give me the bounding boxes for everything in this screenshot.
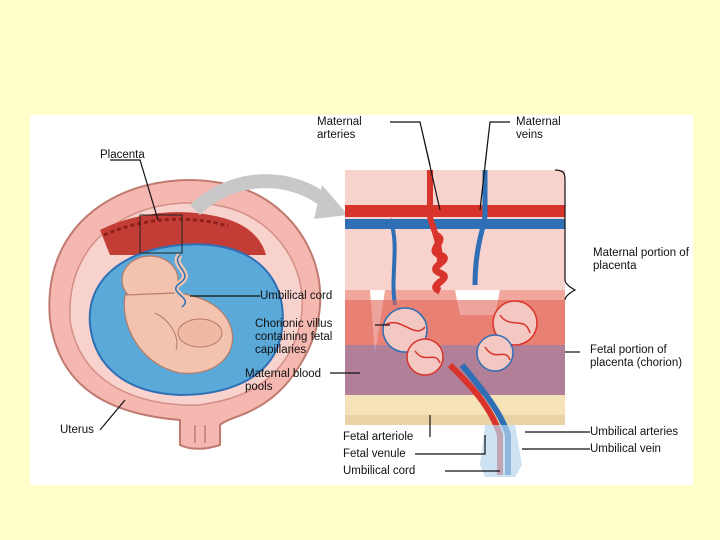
small-umbilical-cord [172, 252, 189, 310]
maternal-veins-vessels [388, 170, 488, 306]
label-chorionic-villus: Chorionic villus containing fetal capill… [255, 318, 333, 356]
villi [382, 300, 538, 376]
fetus [121, 255, 234, 374]
label-fetal-venule: Fetal venule [343, 448, 406, 460]
label-maternal-portion: Maternal portion of placenta [593, 247, 689, 272]
placenta-diagram: Placenta Maternal arteries Maternal vein… [30, 115, 693, 485]
diagram-artwork [48, 121, 590, 477]
placenta-disc [100, 212, 266, 255]
label-umbilical-arteries: Umbilical arteries [590, 426, 679, 438]
zoom-box [139, 214, 183, 254]
label-fetal-arteriole: Fetal arteriole [343, 431, 414, 443]
label-maternal-blood-pools: Maternal blood pools [245, 368, 322, 393]
leader-lines [99, 121, 590, 472]
label-fetal-portion: Fetal portion of placenta (chorion) [590, 344, 683, 369]
label-umbilical-vein: Umbilical vein [590, 443, 661, 455]
label-umbilical-cord-left: Umbilical cord [260, 290, 333, 302]
label-maternal-veins: Maternal veins [516, 116, 561, 141]
zoom-arrow [190, 174, 335, 216]
label-placenta: Placenta [100, 149, 145, 161]
label-umbilical-cord-bottom: Umbilical cord [343, 465, 416, 477]
chorionic-plate [345, 395, 565, 425]
label-maternal-arteries: Maternal arteries [317, 116, 362, 141]
maternal-arteries-vessels [427, 170, 448, 295]
label-uterus: Uterus [60, 424, 94, 436]
cord-vessels [447, 362, 522, 477]
